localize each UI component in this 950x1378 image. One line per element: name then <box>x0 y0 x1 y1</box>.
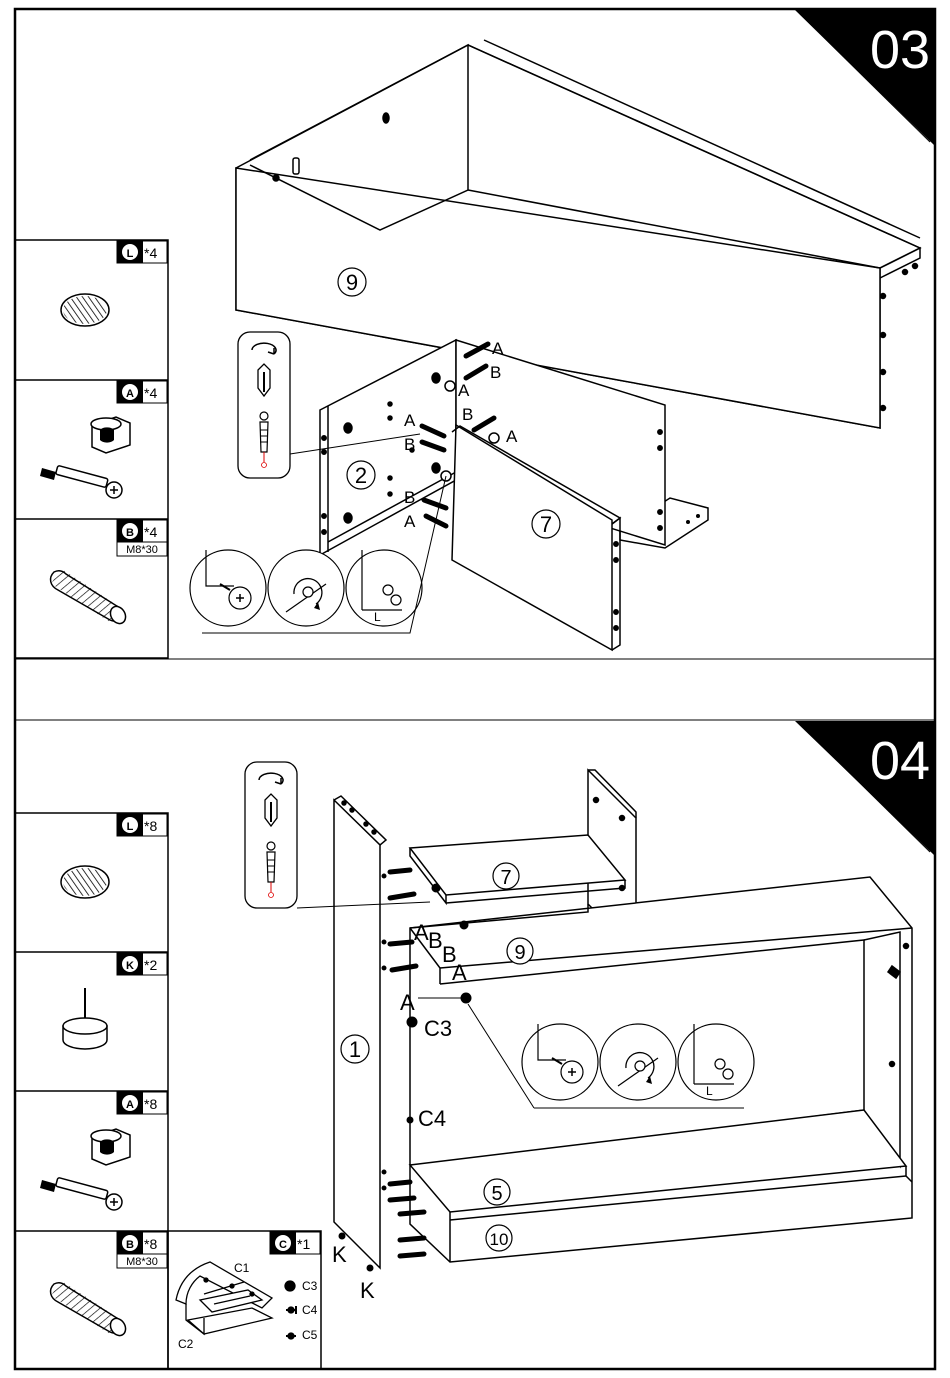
sub-label-c5: C5 <box>302 1328 318 1342</box>
hw-label: B <box>462 405 473 424</box>
hw-label: B <box>428 928 443 953</box>
screwdriver-icon <box>238 332 290 478</box>
part-qty: *4 <box>144 245 157 261</box>
cam-lock-detail-icon <box>190 550 422 626</box>
panel-label-1: 1 <box>349 1037 361 1062</box>
part-row-a: A *4 <box>40 381 167 498</box>
part-badge: B <box>126 527 134 539</box>
hw-label: C4 <box>418 1106 446 1131</box>
sub-label-c4: C4 <box>302 1303 318 1317</box>
hw-label: A <box>404 411 416 430</box>
hw-label: A <box>492 339 504 358</box>
hw-label: A <box>452 960 467 985</box>
part-row-a: A *8 <box>40 1092 167 1210</box>
wooden-plug-icon <box>61 294 109 326</box>
hw-label: B <box>404 435 415 454</box>
hw-label: A <box>414 920 429 945</box>
detail-mark: L <box>374 610 381 624</box>
sub-label-c3: C3 <box>302 1279 318 1293</box>
step-number: 04 <box>870 731 930 791</box>
part-row-l: L *8 <box>61 814 167 898</box>
cam-lock-detail-icon <box>522 1024 754 1100</box>
panel-label-2: 2 <box>355 463 367 488</box>
hw-label: C3 <box>424 1016 452 1041</box>
part-size: M8*30 <box>126 1256 158 1268</box>
detail-mark: L <box>706 1084 713 1098</box>
part-qty: *1 <box>297 1236 310 1252</box>
part-badge: A <box>126 388 134 400</box>
part-qty: *4 <box>144 385 157 401</box>
part-badge: L <box>127 248 134 260</box>
dowel-icon <box>51 571 129 627</box>
panel-label-7: 7 <box>500 867 511 889</box>
parts-list: L *4 A *4 B *4 M8*30 <box>15 240 168 658</box>
part-badge: L <box>127 821 134 833</box>
panel-label-9: 9 <box>346 270 358 295</box>
hw-label: K <box>360 1278 375 1303</box>
cam-lock-icon <box>40 417 130 498</box>
part-badge: K <box>126 960 134 972</box>
step-number-badge: 03 <box>795 10 934 145</box>
step-number-badge: 04 <box>795 721 934 855</box>
panel-7 <box>452 340 665 650</box>
panel-label-10: 10 <box>490 1230 509 1249</box>
panel-label-5: 5 <box>491 1183 502 1205</box>
hw-label: B <box>404 488 415 507</box>
panel-label-7: 7 <box>540 512 552 537</box>
part-badge: B <box>126 1239 134 1251</box>
step-number: 03 <box>870 20 930 80</box>
nail-glide-icon <box>63 988 107 1049</box>
cam-lock-icon <box>40 1129 130 1210</box>
hw-label: B <box>490 363 501 382</box>
panel-1 <box>334 796 386 1268</box>
part-badge: A <box>126 1099 134 1111</box>
part-row-l: L *4 <box>61 241 167 326</box>
part-qty: *8 <box>144 818 157 834</box>
part-qty: *8 <box>144 1096 157 1112</box>
sub-label-c1: C1 <box>234 1261 250 1275</box>
hw-label: K <box>332 1242 347 1267</box>
part-qty: *4 <box>144 524 157 540</box>
part-row-b: B *8 M8*30 <box>51 1232 167 1338</box>
step-03: 03 L *4 A *4 <box>15 10 934 658</box>
hw-label: A <box>400 990 415 1015</box>
part-row-b: B *4 M8*30 <box>51 520 167 626</box>
part-qty: *2 <box>144 957 157 973</box>
screwdriver-icon <box>245 762 297 908</box>
wooden-plug-icon <box>61 866 109 898</box>
panel-label-9: 9 <box>514 942 525 964</box>
hw-label: A <box>506 427 518 446</box>
sub-label-c2: C2 <box>178 1337 194 1351</box>
step-04: 04 L *8 K *2 <box>15 721 934 1369</box>
part-row-k: K *2 <box>63 953 167 1049</box>
part-qty: *8 <box>144 1236 157 1252</box>
part-row-c: C *1 C1 <box>168 1231 321 1369</box>
dowel-icon <box>51 1283 129 1339</box>
part-size: M8*30 <box>126 544 158 556</box>
hw-label: A <box>458 381 470 400</box>
part-badge: C <box>279 1239 287 1251</box>
panel-9-box <box>236 40 920 428</box>
hw-label: A <box>404 512 416 531</box>
